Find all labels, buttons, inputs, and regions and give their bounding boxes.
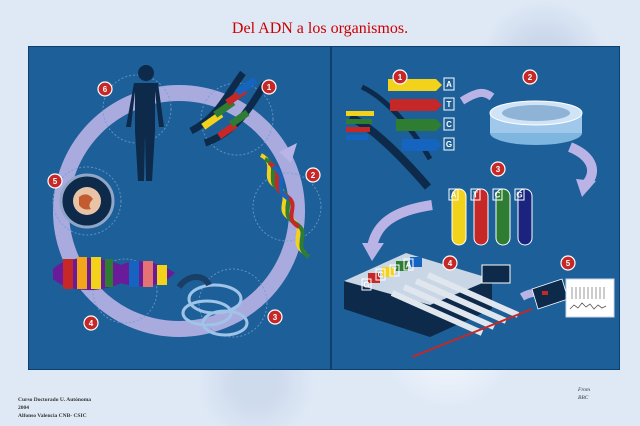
step-number: 1 bbox=[398, 73, 403, 82]
cycle-arrow-icon bbox=[279, 143, 297, 163]
step-number: 4 bbox=[448, 259, 453, 268]
readout-device-icon bbox=[531, 278, 615, 318]
step-number: 1 bbox=[267, 83, 272, 92]
human-figure-icon bbox=[126, 65, 164, 181]
tray-label: C bbox=[378, 271, 384, 280]
tube-label: T bbox=[473, 191, 478, 200]
step-number: 4 bbox=[89, 319, 94, 328]
cycle-ring bbox=[53, 85, 305, 337]
step-number: 2 bbox=[528, 73, 533, 82]
footer-credits: Curso Doctorado U. Autónoma 2004 Alfonso… bbox=[18, 396, 91, 420]
source-credit: From BBC bbox=[578, 386, 590, 402]
banded-chromosome-icon bbox=[53, 257, 175, 291]
base-tag: A bbox=[446, 80, 452, 89]
chromatin-loops-icon bbox=[176, 274, 249, 337]
page-title: Del ADN a los organismos. bbox=[231, 20, 409, 37]
tray-label: G bbox=[363, 281, 369, 290]
sequencing-illustration: A T C G A T C G bbox=[344, 69, 615, 358]
sequencing-panel: A T C G A T C G bbox=[331, 46, 620, 370]
tube-label: C bbox=[495, 191, 501, 200]
footer-course: Curso Doctorado U. Autónoma bbox=[18, 397, 92, 403]
step-number: 6 bbox=[103, 85, 108, 94]
petri-dish-icon bbox=[489, 100, 583, 145]
step-number: 3 bbox=[496, 165, 501, 174]
footer-year: 2004 bbox=[18, 405, 29, 411]
step-number: 3 bbox=[273, 313, 278, 322]
test-tubes-icon bbox=[451, 188, 533, 246]
tray-label: A bbox=[406, 261, 412, 270]
source-credit-from: From bbox=[578, 387, 591, 393]
dna-helix-icon bbox=[189, 70, 269, 147]
tube-label: G bbox=[516, 191, 522, 200]
step-number: 5 bbox=[53, 177, 58, 186]
tube-label: A bbox=[451, 191, 457, 200]
chromatin-coil-icon bbox=[259, 153, 311, 259]
base-tag-boxes bbox=[443, 77, 455, 151]
base-tag: G bbox=[446, 140, 452, 149]
cell-nucleus-icon bbox=[59, 173, 115, 229]
step-number: 2 bbox=[311, 171, 316, 180]
dna-cycle-panel: 1 2 3 4 5 6 bbox=[28, 46, 331, 370]
step-badges bbox=[392, 69, 576, 271]
base-tag: C bbox=[446, 120, 452, 129]
step-badges bbox=[47, 79, 321, 331]
step-number: 5 bbox=[566, 259, 571, 268]
tray-label: T bbox=[392, 267, 397, 276]
footer-author: Alfonso Valencia CNB- CSIC bbox=[18, 413, 87, 419]
base-tag: T bbox=[447, 100, 452, 109]
gel-tray-icon bbox=[344, 253, 533, 358]
dna-cycle-illustration: 1 2 3 4 5 6 bbox=[47, 65, 322, 338]
source-credit-name: BBC bbox=[578, 395, 589, 401]
